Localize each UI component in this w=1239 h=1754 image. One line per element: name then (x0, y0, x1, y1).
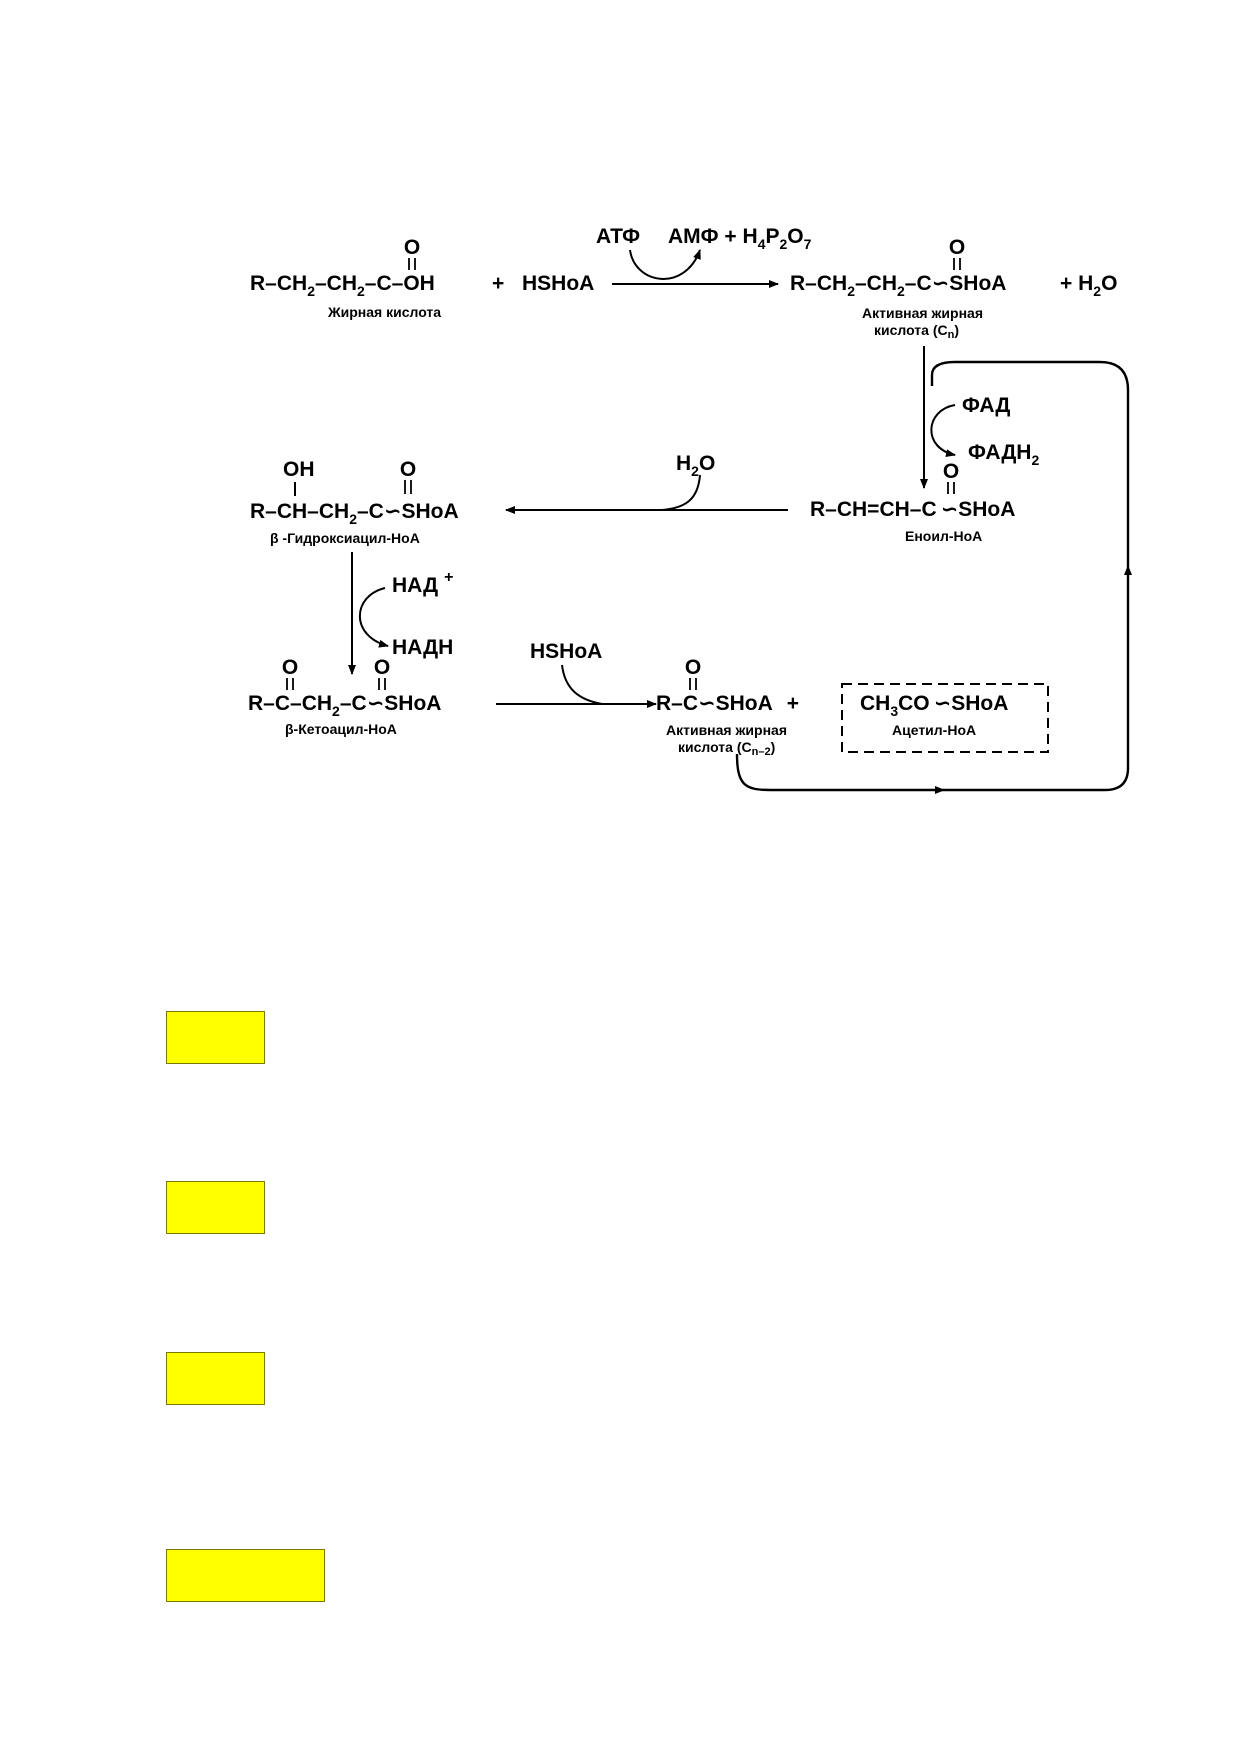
acetyl-coa-compound: CH3CO∽SHoA Ацетил-НоА (841, 683, 1049, 753)
hydroxyacyl-coa-compound: OH O R–CH–CH2–C∽SHoA β -Гидроксиацил-НоА (250, 458, 459, 546)
svg-text:O: O (282, 656, 298, 679)
highlight-box-4 (166, 1549, 325, 1602)
amp-pyrophosphate-label: АМФ + H4P2O7 (668, 225, 812, 252)
fadh2-label: ФАДН2 (968, 441, 1039, 468)
fatty-acid-compound: O R–CH2–CH2–C–OH Жирная кислота (250, 236, 441, 320)
enoyl-coa-formula: R–CH=CH–C∽SHoA (810, 498, 1015, 521)
highlight-box-2 (166, 1181, 265, 1234)
nad-label: НАД+ (392, 569, 453, 597)
svg-text:O: O (685, 656, 701, 679)
svg-text:O: O (400, 458, 416, 481)
active-fatty-acid-formula: R–CH2–CH2–C∽SHoA (790, 272, 1006, 299)
atp-amp-curve-arrow (629, 249, 701, 280)
svg-text:O: O (374, 656, 390, 679)
hydroxyacyl-coa-label: β -Гидроксиацил-НоА (270, 530, 420, 546)
ketoacyl-coa-compound: O O R–C–CH2–C∽SHoA β-Кетоацил-НоА (248, 656, 441, 737)
svg-text:OH: OH (283, 458, 315, 481)
carbonyl-oxygen: O (404, 236, 420, 259)
coenzyme-a-reagent-2: HSHoA (530, 640, 602, 663)
acetyl-coa-label: Ацетил-НоА (892, 722, 976, 738)
svg-text:Активная жирная: Активная жирная (862, 305, 983, 321)
enoyl-coa-compound: O R–CH=CH–C∽SHoA Еноил-НоА (810, 460, 1015, 544)
water-reagent: H2O (676, 452, 715, 479)
acetyl-coa-dashed-box (841, 683, 1049, 753)
highlight-box-3 (166, 1352, 265, 1405)
ketoacyl-coa-formula: R–C–CH2–C∽SHoA (248, 692, 441, 719)
water-product: + H2O (1060, 272, 1117, 299)
nad-curve-arrow (359, 587, 389, 648)
svg-text:кислота (Cn): кислота (Cn) (874, 322, 959, 341)
fad-label: ФАД (962, 394, 1010, 417)
fatty-acid-label: Жирная кислота (327, 304, 441, 320)
shortened-fatty-acid-formula: R–C∽SHoA+ (656, 692, 799, 715)
svg-text:Активная жирная: Активная жирная (666, 722, 787, 738)
active-fatty-acid-compound: O R–CH2–CH2–C∽SHoA Активная жирная кисло… (790, 236, 1006, 341)
nadh-label: НАДН (392, 636, 453, 659)
highlight-box-1 (166, 1011, 265, 1064)
water-curve (661, 474, 701, 511)
ketoacyl-coa-label: β-Кетоацил-НоА (285, 721, 397, 737)
fatty-acid-formula: R–CH2–CH2–C–OH (250, 272, 435, 299)
shortened-fatty-acid-compound: O R–C∽SHoA+ Активная жирная кислота (Cn–… (656, 656, 799, 758)
coenzyme-a-reagent: HSHoA (522, 272, 594, 295)
plus-sign: + (492, 272, 504, 295)
svg-text:O: O (943, 460, 959, 483)
acetyl-coa-formula: CH3CO∽SHoA (860, 692, 1008, 719)
svg-text:O: O (949, 236, 965, 259)
fad-curve-arrow (930, 404, 956, 458)
enoyl-coa-label: Еноил-НоА (905, 528, 982, 544)
coenzyme-a-curve (561, 664, 603, 705)
atp-label: АТФ (596, 225, 640, 248)
hydroxyacyl-coa-formula: R–CH–CH2–C∽SHoA (250, 500, 459, 527)
svg-text:кислота (Cn–2): кислота (Cn–2) (678, 739, 775, 758)
